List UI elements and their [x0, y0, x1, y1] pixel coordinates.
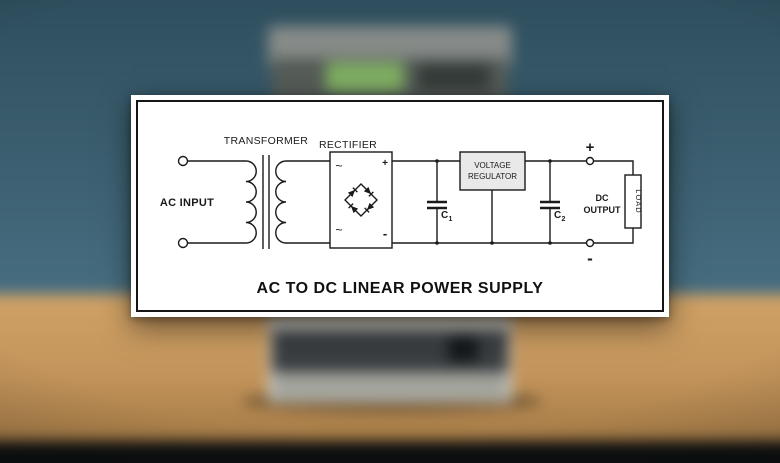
- dc-terminal-minus: [585, 238, 595, 248]
- dc-terminal-plus: [585, 156, 595, 166]
- device-display-screen: [326, 62, 404, 92]
- rectifier-ac-symbol-top: ~: [335, 159, 342, 173]
- device-button-area: [418, 64, 490, 90]
- secondary-winding: [275, 160, 287, 244]
- dc-output-label-line2: OUTPUT: [584, 205, 622, 215]
- capacitor1-label: C: [441, 210, 448, 221]
- diagram-frame: TRANSFORMER RECTIFIER AC INPUT ~ ~ + - V…: [136, 100, 664, 312]
- bridge-diode-3: [348, 203, 359, 214]
- device-knob: [448, 336, 478, 362]
- bridge-diode-2: [363, 186, 374, 197]
- diagram-caption: AC TO DC LINEAR POWER SUPPLY: [257, 280, 544, 297]
- circuit-diagram: TRANSFORMER RECTIFIER AC INPUT ~ ~ + - V…: [160, 135, 643, 297]
- junction-dots: [435, 159, 552, 245]
- ac-input-label: AC INPUT: [160, 197, 214, 209]
- voltage-regulator-symbol: [459, 151, 526, 243]
- voltage-regulator-box: [459, 151, 526, 191]
- bridge-diode-1: [347, 187, 358, 198]
- rectifier-minus-label: -: [383, 226, 387, 241]
- ac-terminal-bottom: [177, 237, 189, 249]
- capacitor2-symbol: [540, 161, 560, 243]
- load-symbol: [624, 174, 642, 229]
- capacitor1-symbol: [427, 161, 447, 243]
- rectifier-label: RECTIFIER: [319, 139, 377, 151]
- rectifier-box: [329, 151, 393, 249]
- dc-output-label-line1: DC: [596, 193, 609, 203]
- ac-input-terminals: [177, 155, 246, 249]
- capacitor2-label: C: [554, 210, 561, 221]
- rectifier-plus-label: +: [382, 158, 388, 169]
- dc-rails: [392, 160, 634, 244]
- diagram-panel: TRANSFORMER RECTIFIER AC INPUT ~ ~ + - V…: [131, 95, 669, 317]
- capacitor1-subscript: 1: [449, 216, 453, 223]
- capacitor2-subscript: 2: [562, 216, 566, 223]
- ac-terminal-top: [177, 155, 189, 167]
- dc-output-terminals: [585, 156, 595, 248]
- transformer-symbol: [245, 155, 330, 249]
- device-base: [274, 372, 506, 398]
- bridge-diode-4: [364, 202, 375, 213]
- bottom-dark-strip: [0, 441, 780, 463]
- rectifier-symbol: [329, 151, 393, 249]
- voltage-regulator-label-line1: VOLTAGE: [474, 161, 511, 170]
- transformer-label: TRANSFORMER: [224, 135, 308, 147]
- dc-output-plus-label: +: [586, 139, 595, 156]
- load-label: LOAD: [634, 189, 643, 213]
- dc-output-minus-label: -: [587, 249, 593, 268]
- voltage-regulator-label-line2: REGULATOR: [468, 172, 517, 181]
- primary-winding: [245, 160, 257, 244]
- load-resistor-box: [624, 174, 642, 229]
- rectifier-ac-symbol-bottom: ~: [335, 223, 342, 237]
